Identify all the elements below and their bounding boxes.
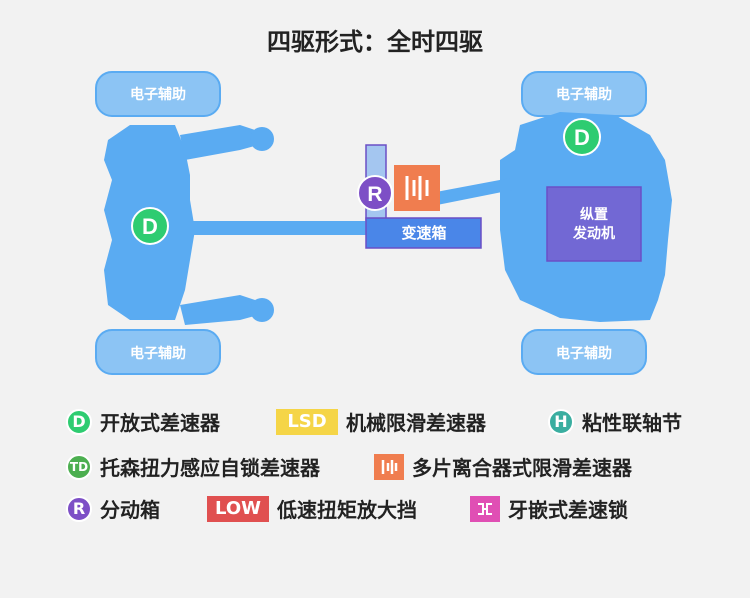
transfer-case-legend-icon: R	[66, 495, 92, 522]
transfer-case-icon: R	[357, 175, 393, 211]
svg-text:R: R	[367, 183, 382, 206]
legend-low: LOW 低速扭矩放大挡	[207, 494, 417, 523]
page-title: 四驱形式：全时四驱	[267, 28, 483, 56]
legend-torsen: TD 托森扭力感应自锁差速器	[66, 452, 320, 481]
tire-label-front-right: 电子辅助	[556, 346, 612, 362]
open-diff-icon: D	[66, 408, 92, 435]
tire-rear-left	[95, 71, 221, 117]
engine-label-2: 发动机	[572, 225, 615, 241]
legend-multi-plate: 多片离合器式限滑差速器	[374, 452, 632, 481]
legend-transfer: R 分动箱	[66, 494, 160, 523]
legend-label: 分动箱	[100, 498, 160, 522]
tire-label-rear-left: 电子辅助	[130, 87, 186, 103]
legend-label: 开放式差速器	[100, 411, 220, 435]
tire-rear-right	[95, 329, 221, 375]
tire-label-front-left: 电子辅助	[556, 87, 612, 103]
legend-viscous: H 粘性联轴节	[548, 407, 682, 436]
multi-plate-clutch-icon	[374, 453, 404, 480]
svg-text:D: D	[574, 125, 590, 150]
svg-text:D: D	[142, 214, 158, 239]
dog-clutch-icon	[470, 495, 500, 522]
legend-dog-clutch: 牙嵌式差速锁	[470, 494, 628, 523]
legend-label: 牙嵌式差速锁	[508, 498, 628, 522]
legend-label: 多片离合器式限滑差速器	[412, 456, 632, 480]
drivetrain-diagram: 变速箱 纵置 发动机 D D R	[95, 71, 672, 375]
legend-label: 托森扭力感应自锁差速器	[100, 456, 320, 480]
lsd-icon: LSD	[276, 408, 338, 435]
legend-label: 机械限滑差速器	[346, 411, 486, 435]
viscous-coupling-icon: H	[548, 408, 574, 435]
engine-label-1: 纵置	[580, 206, 608, 222]
legend-label: 粘性联轴节	[582, 411, 682, 435]
tire-label-rear-right: 电子辅助	[130, 346, 186, 362]
legend-label: 低速扭矩放大挡	[277, 498, 417, 522]
rear-diff-icon: D	[131, 207, 169, 245]
engine-block	[546, 186, 642, 262]
tire-front-right	[521, 329, 647, 375]
gearbox-label: 变速箱	[401, 224, 446, 242]
torsen-icon: TD	[66, 453, 92, 480]
legend-lsd: LSD 机械限滑差速器	[276, 407, 486, 436]
low-range-icon: LOW	[207, 495, 269, 522]
front-diff-icon: D	[563, 118, 601, 156]
legend-open-diff: D 开放式差速器	[66, 407, 220, 436]
